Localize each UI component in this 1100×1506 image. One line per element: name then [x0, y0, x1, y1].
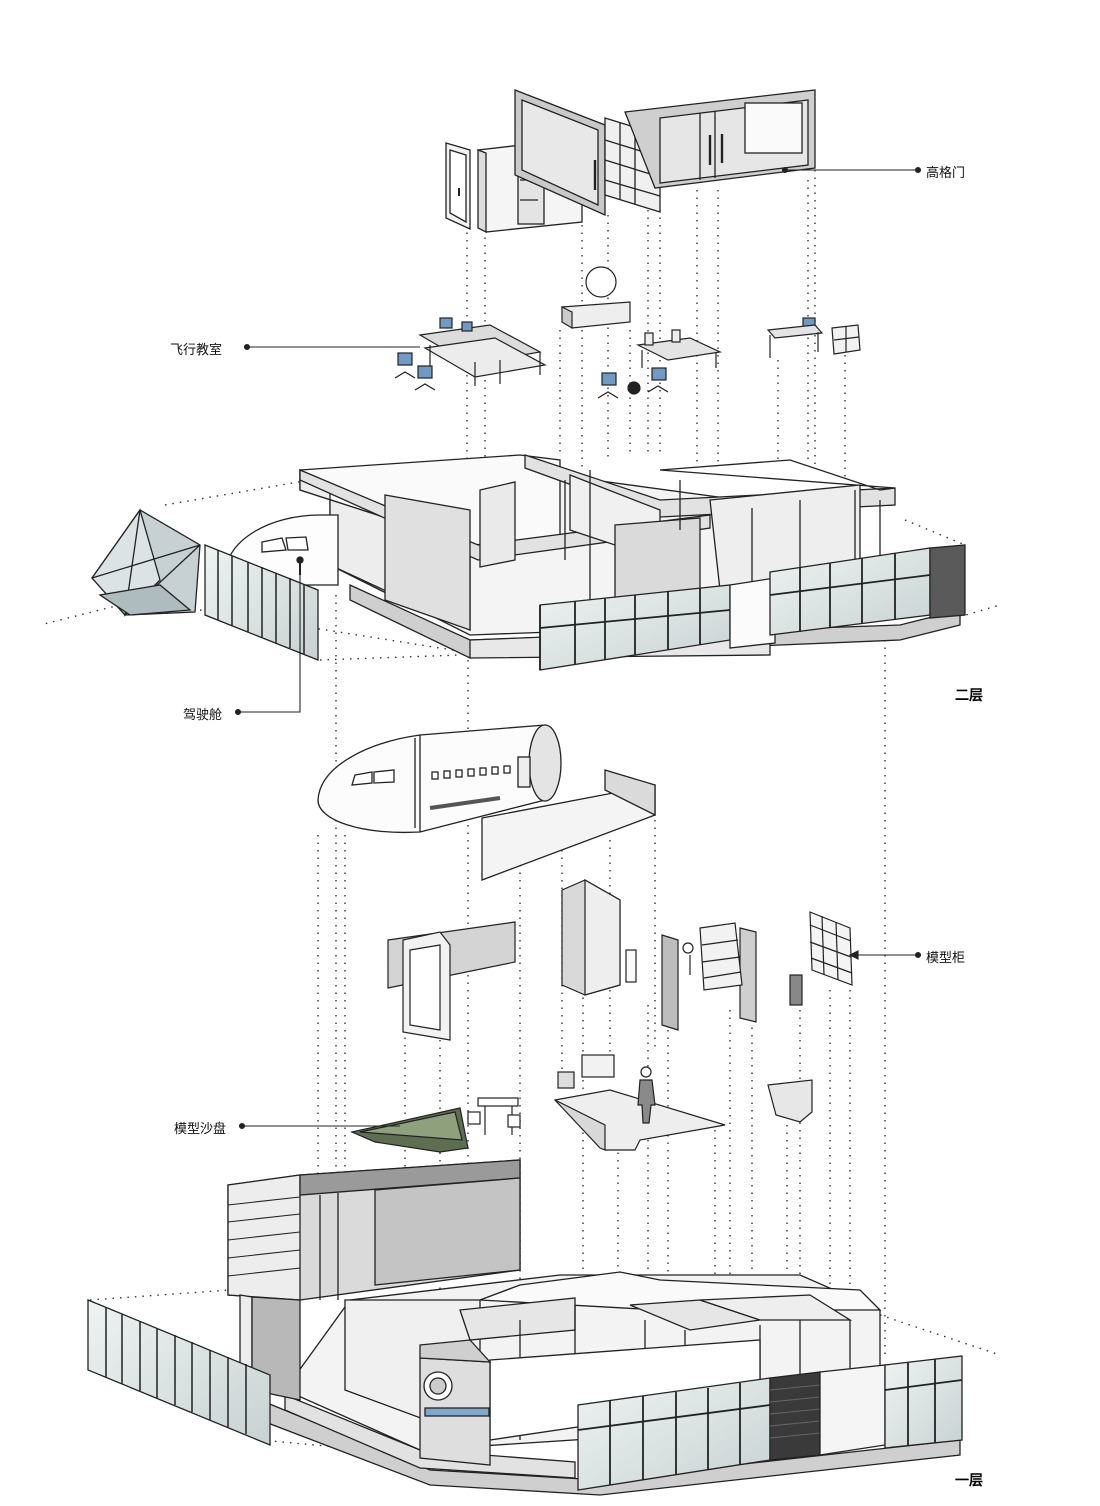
sand-table-label: 模型沙盘: [174, 1122, 227, 1137]
callout-leaders: [234, 166, 922, 1130]
door-leader-dot: [781, 166, 789, 174]
doors-group: [445, 89, 816, 234]
door-label: 高格门: [926, 166, 966, 181]
cockpit-label: 驾驶舱: [183, 708, 223, 723]
aircraft-fuselage: [317, 724, 656, 881]
model-cabinet-label: 模型柜: [926, 951, 966, 966]
cockpit-leader: [238, 560, 301, 713]
second-floor-label: 二层: [955, 688, 983, 704]
first-floor-structure: [87, 1159, 963, 1496]
classroom-furniture: [394, 266, 861, 399]
second-floor-structure: [91, 454, 966, 671]
first-floor-label: 一层: [955, 1473, 983, 1489]
first-floor-furnishings: [350, 878, 853, 1153]
classroom-label: 飞行教室: [170, 343, 223, 358]
